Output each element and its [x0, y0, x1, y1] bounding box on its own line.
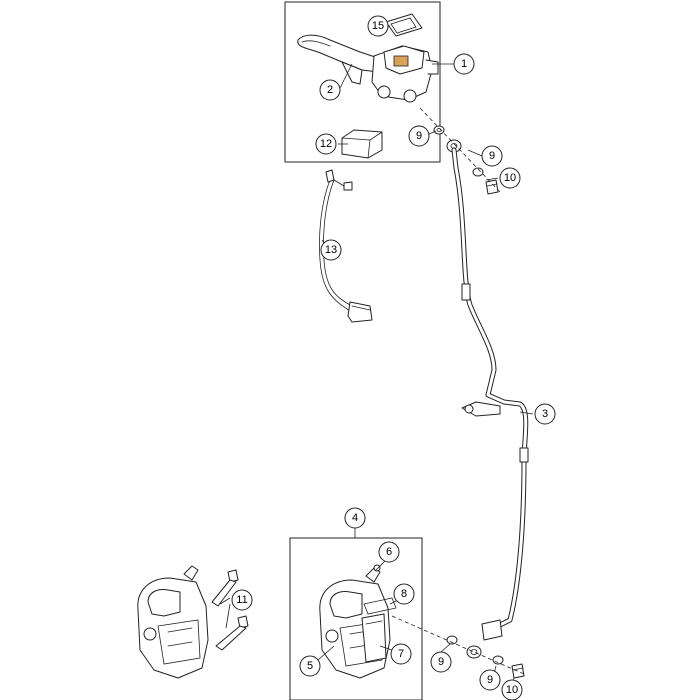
callout-13: 13	[320, 239, 342, 261]
brake-lever	[297, 34, 379, 85]
callout-6: 6	[378, 541, 400, 563]
sealing-washer-upper-2	[472, 167, 484, 177]
callout-10-lower: 10	[501, 679, 523, 700]
banjo-bolt-lower	[511, 663, 525, 679]
svg-text:5: 5	[307, 660, 313, 672]
callout-8: 8	[393, 583, 415, 605]
line-clamp	[461, 401, 501, 417]
svg-text:4: 4	[352, 512, 358, 524]
callout-9-upper: 9	[408, 125, 430, 147]
svg-text:15: 15	[372, 20, 384, 32]
svg-text:9: 9	[438, 656, 444, 668]
brake-pads	[361, 613, 387, 663]
brake-light-cable	[319, 169, 373, 323]
callout-9-lower-2: 9	[479, 669, 501, 691]
svg-text:9: 9	[416, 130, 422, 142]
svg-text:9: 9	[489, 150, 495, 162]
callout-12: 12	[315, 133, 337, 155]
banjo-fitting-lower	[466, 645, 482, 659]
bleeder-valve	[365, 564, 381, 583]
svg-text:10: 10	[504, 172, 516, 184]
svg-text:3: 3	[542, 408, 548, 420]
callout-1: 1	[453, 53, 475, 75]
svg-text:10: 10	[506, 684, 518, 696]
svg-text:2: 2	[327, 84, 333, 96]
brake-light-switch	[341, 129, 383, 159]
callout-11: 11	[231, 589, 253, 611]
callout-10-upper: 10	[499, 167, 521, 189]
caliper-mounting-bolt-lower	[215, 615, 249, 651]
callout-9-upper-2: 9	[481, 145, 503, 167]
callout-4: 4	[344, 507, 366, 529]
svg-text:6: 6	[386, 546, 392, 558]
reservoir-label-accent	[393, 55, 409, 67]
sealing-washer-lower-2	[492, 655, 504, 665]
callout-2: 2	[319, 79, 341, 101]
svg-text:13: 13	[325, 244, 337, 256]
brake-line	[451, 147, 529, 641]
caliper-group-box	[289, 537, 423, 700]
sealing-washer-lower	[446, 635, 458, 645]
brake-caliper-assembled	[137, 565, 209, 679]
sealing-washer-upper	[433, 125, 445, 135]
banjo-bolt-upper	[485, 179, 499, 195]
svg-text:11: 11	[236, 594, 247, 606]
caliper-mounting-bolt-upper	[211, 569, 239, 607]
svg-text:1: 1	[461, 58, 467, 70]
callout-5: 5	[299, 655, 321, 677]
pad-spring	[363, 597, 397, 615]
svg-text:8: 8	[401, 588, 407, 600]
svg-text:9: 9	[487, 674, 493, 686]
callout-7: 7	[390, 643, 412, 665]
master-cylinder-group-box	[284, 1, 441, 163]
callout-9-lower: 9	[430, 651, 452, 673]
svg-text:12: 12	[320, 138, 332, 150]
master-cylinder	[371, 45, 439, 103]
callout-15: 15	[367, 15, 389, 37]
callout-3: 3	[534, 403, 556, 425]
reservoir-gasket	[385, 13, 423, 37]
svg-text:7: 7	[398, 648, 404, 660]
